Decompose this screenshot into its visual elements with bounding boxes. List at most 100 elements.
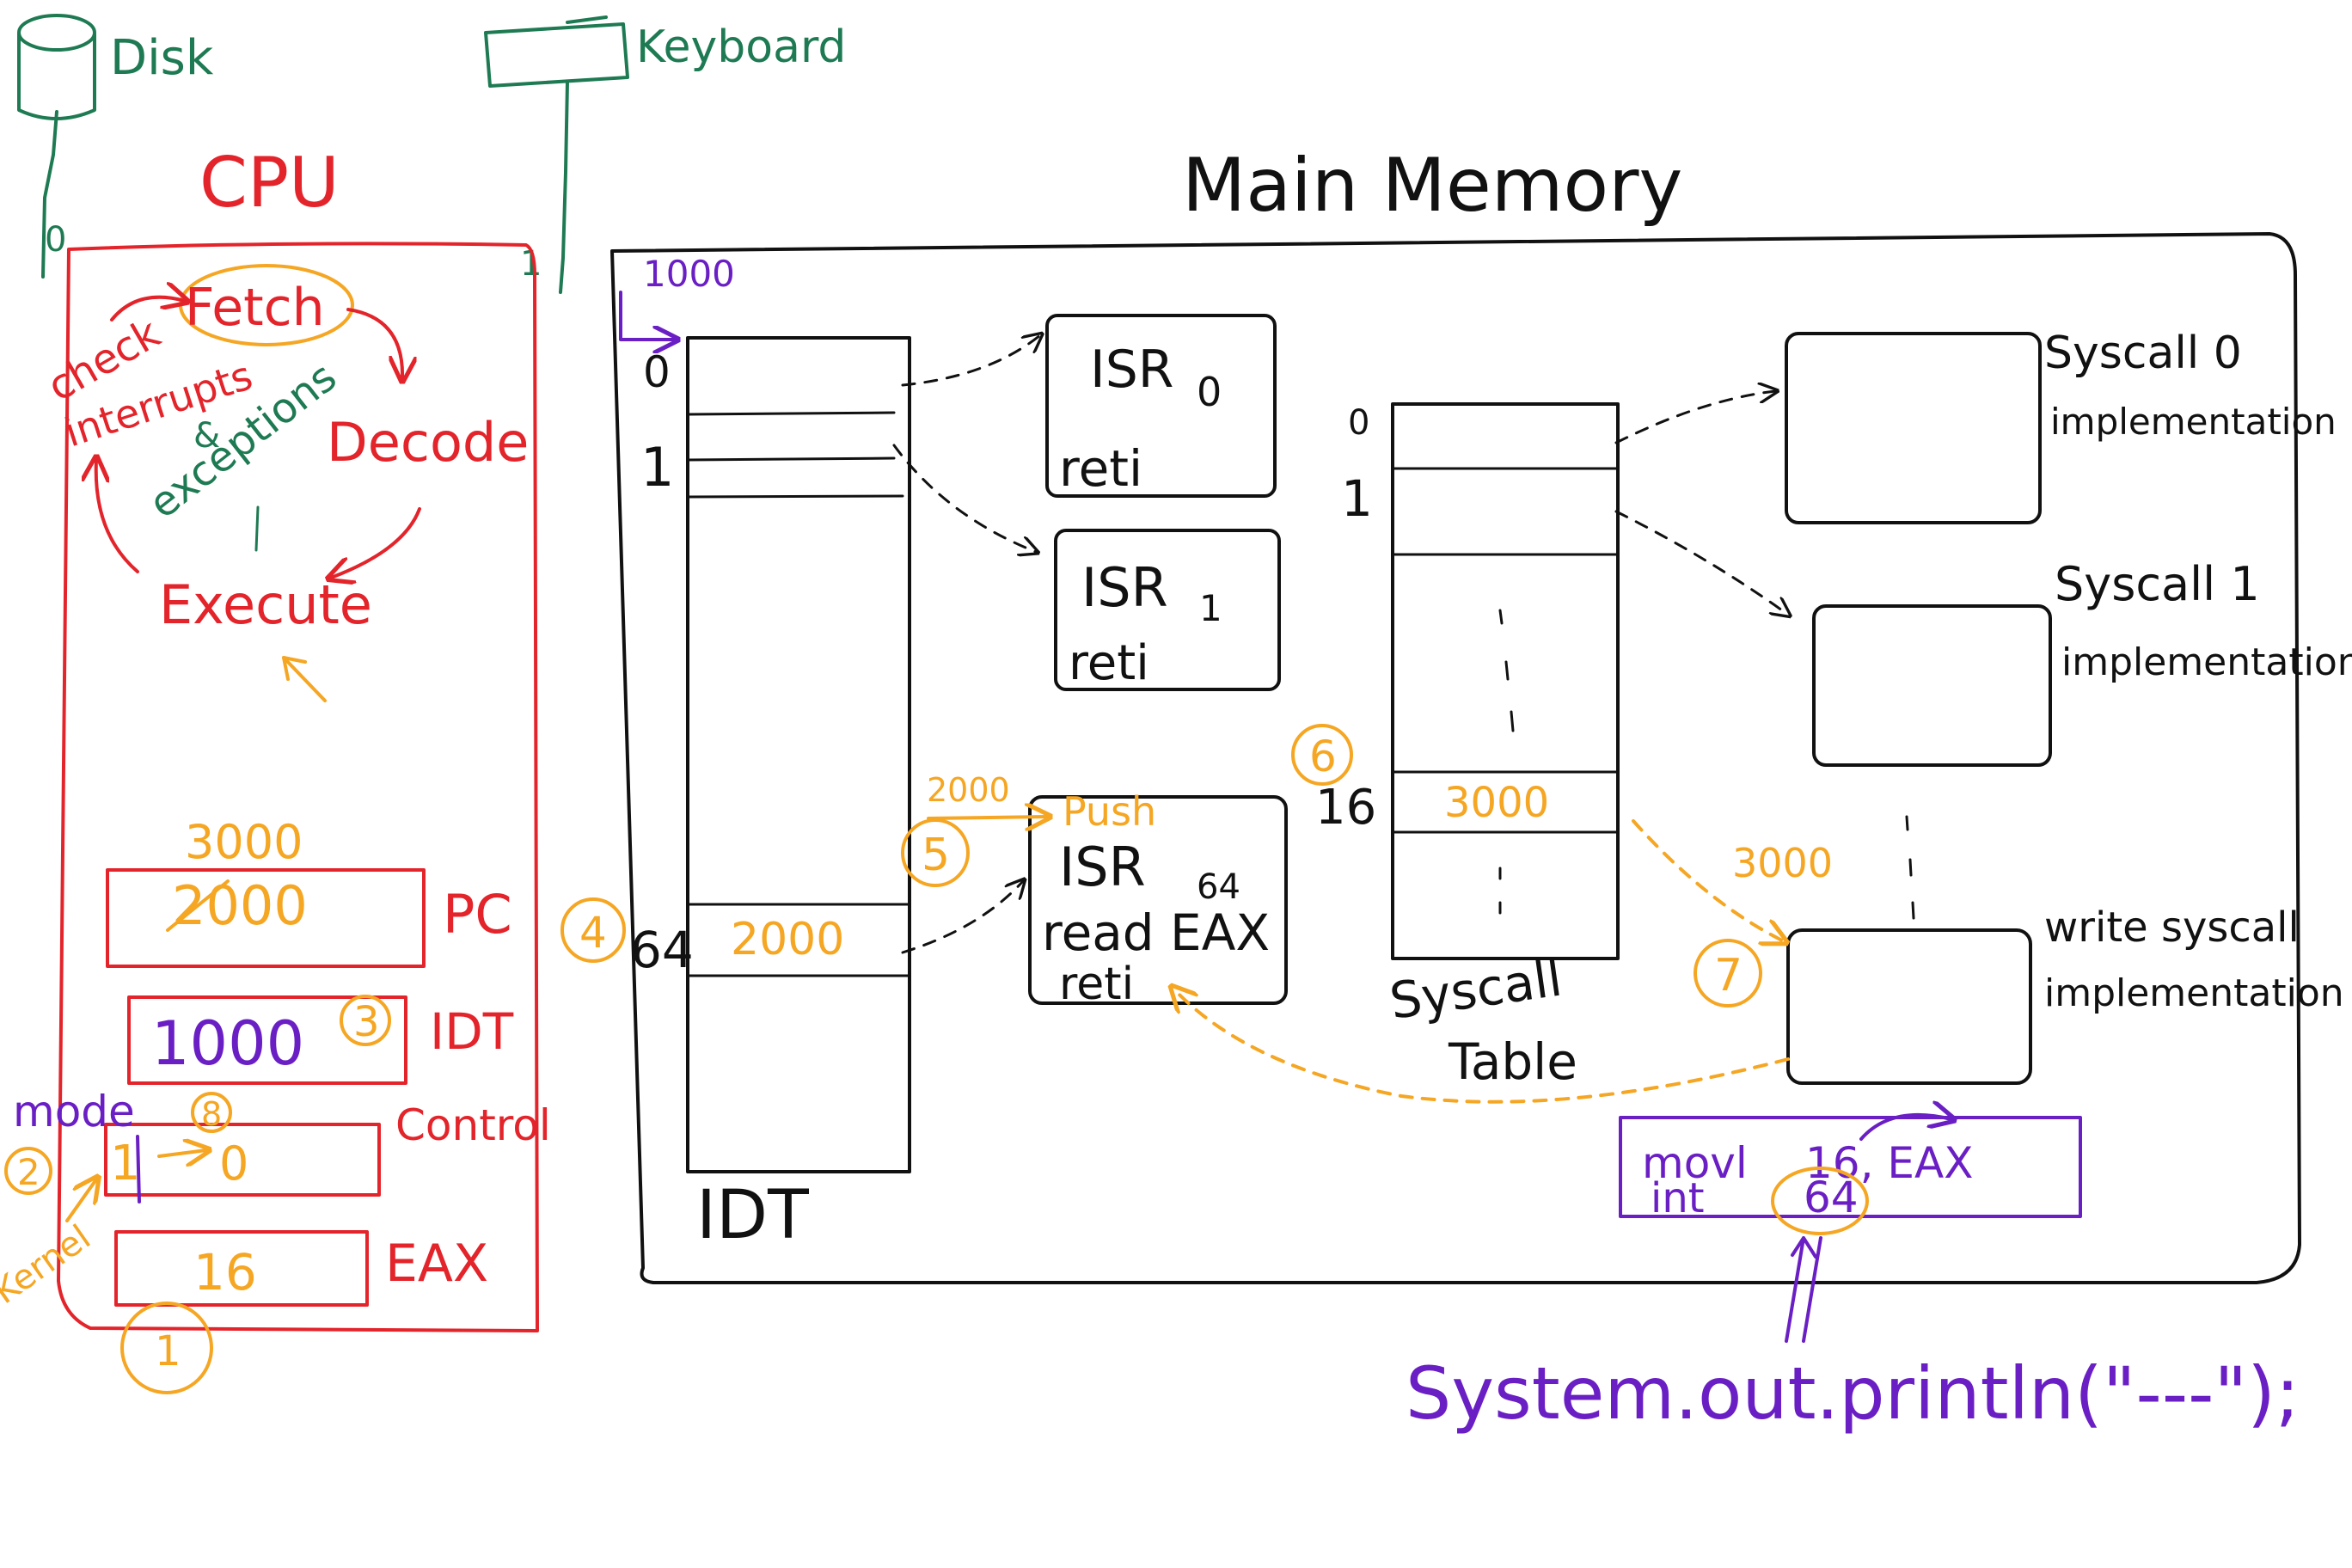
isr0-box [1045, 314, 1277, 498]
source-to-program-arrows [1785, 1236, 1822, 1343]
program-line2-args: 64 [1804, 1173, 1859, 1222]
mode-label: mode [13, 1087, 135, 1136]
cpu-title: CPU [199, 143, 340, 223]
isr64-read: read EAX [1042, 903, 1270, 962]
syscall1-title: Syscall 1 [2055, 557, 2260, 611]
syscall-table-ellipsis [1498, 609, 1515, 915]
disk-irq-number: 0 [45, 220, 66, 260]
program-box [1619, 1116, 2082, 1218]
program-line1-args: 16, EAX [1805, 1138, 1973, 1188]
isr64-address: 2000 [927, 771, 1010, 809]
step-4-number: 4 [579, 908, 607, 958]
isr1-index: 1 [1199, 587, 1222, 629]
pc-register-box [106, 868, 426, 968]
disk-interrupt-line [41, 110, 58, 279]
isr0-index: 0 [1197, 369, 1222, 415]
idt64-to-isr64-arrow [901, 881, 1023, 954]
idt-row-lines [686, 411, 911, 977]
write-syscall-subtitle: implementation [2044, 971, 2344, 1015]
syscall1-arrow [1614, 510, 1788, 615]
step-8-marker [191, 1092, 232, 1133]
pc-old-value: 2000 [172, 874, 308, 937]
control-strike-out [136, 1135, 141, 1204]
kernel-arrow [65, 1179, 96, 1222]
idt-register-value: 1000 [151, 1008, 304, 1079]
control-register-box [104, 1123, 381, 1197]
pc-register-label: PC [443, 883, 512, 946]
decode-to-execute-arrow [331, 507, 421, 578]
isr1-name: ISR [1081, 556, 1168, 619]
decode-label: Decode [327, 411, 529, 474]
syscall-table [1391, 402, 1620, 960]
or-symbol: & [193, 416, 220, 456]
isr64-entry-arrow [927, 817, 1047, 818]
step-2-number: 2 [17, 1151, 40, 1193]
keyboard-label: Keyboard [636, 21, 846, 73]
syscall1-subtitle: implementation [2061, 640, 2352, 684]
step-7-marker [1694, 939, 1762, 1008]
syscall-table-label-2: Table [1448, 1032, 1577, 1091]
step-3-number: 3 [353, 998, 380, 1046]
idt-table [686, 336, 911, 1173]
isr64-index: 64 [1197, 867, 1240, 907]
eax-register-value: 16 [193, 1243, 257, 1302]
idt-base-address: 1000 [643, 253, 735, 295]
int-64-highlight [1771, 1167, 1869, 1235]
cpu-box [57, 242, 539, 1332]
step-3-marker [340, 995, 391, 1046]
isr64-reti: reti [1059, 959, 1134, 1010]
keyboard-icon [484, 15, 629, 88]
syscall-table-label-1: Syscall [1386, 949, 1565, 1031]
fetch-to-decode-arrow [346, 308, 402, 378]
write-syscall-title: write syscall [2044, 903, 2300, 952]
pc-new-value: 3000 [185, 815, 303, 869]
syscall-row-1: 1 [1341, 469, 1373, 528]
disk-icon [17, 14, 96, 120]
idt-register-box [127, 995, 407, 1085]
step-2-marker [4, 1147, 52, 1195]
program-line1-instr: movl [1642, 1138, 1748, 1188]
pc-strike-out [166, 879, 230, 932]
eax-register-box [114, 1230, 369, 1307]
isr64-push: Push [1063, 788, 1156, 835]
dashed-cycle-mark [254, 505, 260, 552]
step-6-marker [1291, 724, 1353, 786]
syscall0-title: Syscall 0 [2044, 328, 2242, 379]
control-old-value: 1 [110, 1136, 141, 1191]
execute-label: Execute [159, 573, 372, 636]
write-return-arrow [1173, 989, 1790, 1104]
step-1-marker [120, 1302, 213, 1394]
fetch-label: Fetch [185, 278, 325, 338]
isr0-reti: reti [1059, 439, 1142, 498]
idt-row-1: 1 [640, 436, 674, 499]
isr64-name: ISR [1059, 836, 1146, 898]
cursor-arrow [282, 656, 327, 702]
idt-entry-64: 2000 [731, 914, 844, 965]
control-register-label: Control [395, 1100, 551, 1150]
memory-title: Main Memory [1182, 143, 1682, 229]
idt-table-label: IDT [696, 1177, 809, 1254]
idt0-to-isr0-arrow [901, 335, 1040, 387]
syscall-row-16: 16 [1315, 780, 1376, 836]
syscall-table-row-lines [1391, 467, 1620, 834]
step-8-number: 8 [201, 1095, 222, 1133]
check-to-fetch-arrow [110, 297, 185, 322]
step-7-number: 7 [1714, 950, 1743, 1001]
control-change-arrow [157, 1150, 206, 1156]
execute-to-check-arrow [96, 460, 139, 573]
step-5-number: 5 [922, 830, 950, 881]
eax-register-label: EAX [385, 1234, 488, 1294]
kernel-label: Kernel [0, 1217, 98, 1312]
write-syscall-box [1786, 928, 2032, 1085]
syscall-entry-16: 3000 [1444, 779, 1549, 827]
program-line2-instr: int [1651, 1174, 1705, 1222]
write-syscall-address: 3000 [1732, 840, 1833, 886]
movl-to-int-arrow [1859, 1115, 1951, 1141]
idt-register-label: IDT [430, 1002, 514, 1061]
syscall-dots [1905, 815, 1915, 920]
idt-row-64: 64 [630, 921, 694, 979]
keyboard-interrupt-line [559, 80, 569, 294]
idt-row-0: 0 [643, 347, 671, 397]
step-4-marker [560, 897, 626, 963]
